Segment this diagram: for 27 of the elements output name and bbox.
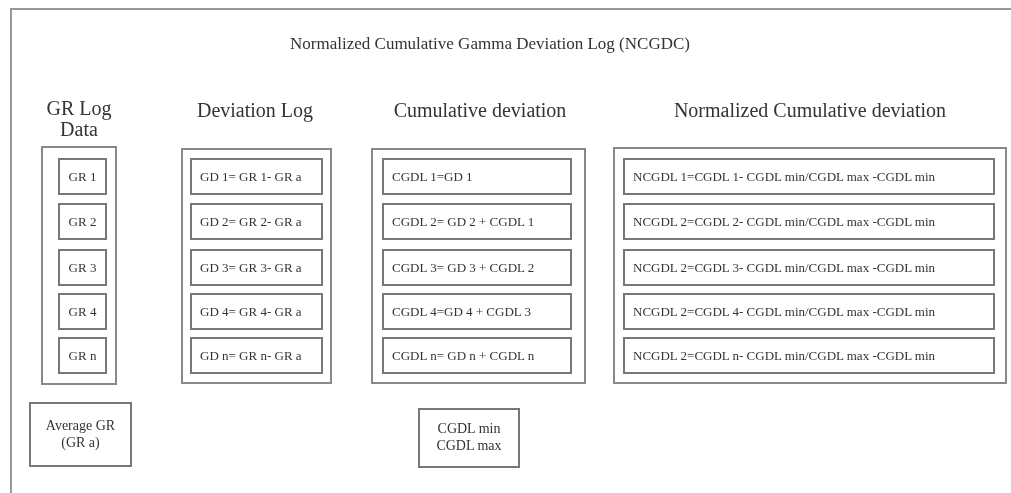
group-heading: Cumulative deviation [392,100,568,121]
formula-box: GR 4 [58,293,107,330]
formula-box: NCGDL 1=CGDL 1- CGDL min/CGDL max -CGDL min [623,158,995,195]
formula-box: CGDL 3= GD 3 + CGDL 2 [382,249,572,286]
group-heading: Deviation Log [195,100,315,121]
formula-box: GR 1 [58,158,107,195]
formula-box: GD 1= GR 1- GR a [190,158,323,195]
formula-box: GD 3= GR 3- GR a [190,249,323,286]
formula-box: CGDL n= GD n + CGDL n [382,337,572,374]
formula-box: NCGDL 2=CGDL 3- CGDL min/CGDL max -CGDL min [623,249,995,286]
group-heading: GR Log Data [45,98,113,140]
formula-box: CGDL 4=GD 4 + CGDL 3 [382,293,572,330]
formula-box: GR n [58,337,107,374]
formula-box: GD n= GR n- GR a [190,337,323,374]
formula-box: NCGDL 2=CGDL n- CGDL min/CGDL max -CGDL min [623,337,995,374]
formula-box: CGDL 2= GD 2 + CGDL 1 [382,203,572,240]
group-heading: Normalized Cumulative deviation [672,100,948,121]
formula-box: GD 4= GR 4- GR a [190,293,323,330]
formula-box: NCGDL 2=CGDL 4- CGDL min/CGDL max -CGDL min [623,293,995,330]
formula-box: CGDL 1=GD 1 [382,158,572,195]
formula-box: CGDL min CGDL max [418,408,520,468]
diagram-title: Normalized Cumulative Gamma Deviation Log (NCGDC) [289,34,691,54]
formula-box: GR 2 [58,203,107,240]
formula-box: GD 2= GR 2- GR a [190,203,323,240]
formula-box: NCGDL 2=CGDL 2- CGDL min/CGDL max -CGDL min [623,203,995,240]
formula-box: Average GR (GR a) [29,402,132,467]
formula-box: GR 3 [58,249,107,286]
